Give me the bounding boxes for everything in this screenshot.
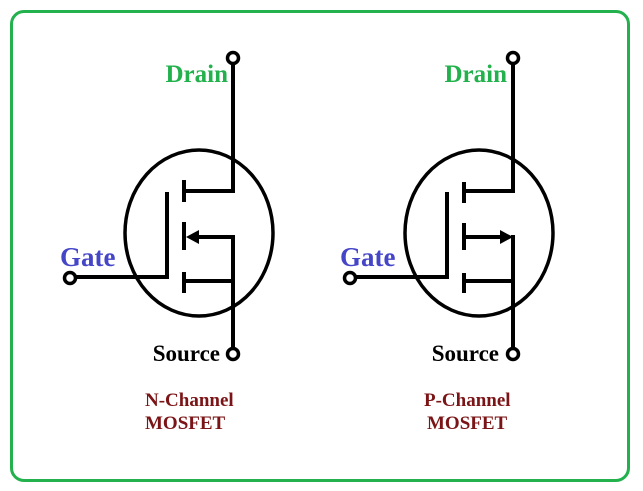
- source-terminal: [225, 346, 241, 362]
- diagram-border: [10, 10, 630, 482]
- gate-terminal: [62, 270, 78, 286]
- arrow-outward-icon: [500, 230, 513, 244]
- gate-terminal: [342, 270, 358, 286]
- source-label: Source: [432, 341, 499, 366]
- n-channel-mosfet-symbol: [62, 50, 275, 362]
- source-terminal: [505, 346, 521, 362]
- device-body-circle: [123, 148, 275, 318]
- caption-device: MOSFET: [427, 413, 508, 434]
- drain-terminal: [225, 50, 241, 66]
- drain-terminal: [505, 50, 521, 66]
- arrow-inward-icon: [186, 230, 199, 244]
- caption-type: P-Channel: [424, 390, 511, 411]
- source-label: Source: [153, 341, 220, 366]
- drain-label: Drain: [166, 61, 229, 88]
- p-channel-mosfet-symbol: [342, 50, 555, 362]
- device-body-circle: [403, 148, 555, 318]
- gate-label: Gate: [340, 242, 395, 272]
- gate-label: Gate: [60, 242, 115, 272]
- caption-type: N-Channel: [145, 390, 234, 411]
- drain-label: Drain: [445, 61, 508, 88]
- caption-device: MOSFET: [145, 413, 226, 434]
